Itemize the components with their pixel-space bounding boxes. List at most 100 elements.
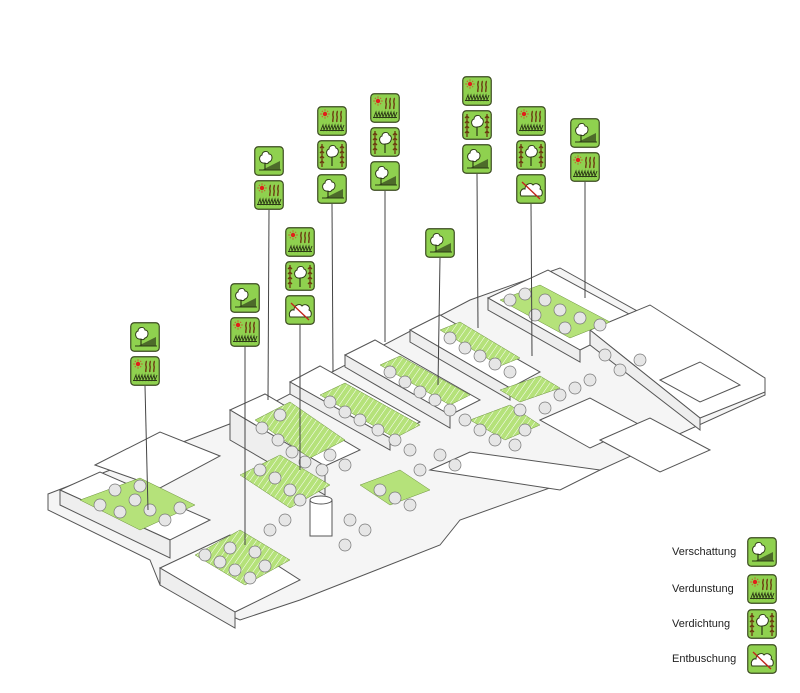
tree-canopy [338,458,352,472]
tree-canopy [613,363,627,377]
tree-canopy [255,421,269,435]
shade-tree-icon [230,283,260,313]
tree-canopy [373,483,387,497]
tree-canopy [503,365,517,379]
legend-item-shading: Verschattung [672,537,782,571]
tree-canopy [558,321,572,335]
tree-canopy [358,523,372,537]
callout-stack [570,118,600,182]
tree-canopy [143,503,157,517]
legend-item-debushing: Entbuschung [672,644,782,678]
legend-item-densification: Verdichtung [672,609,782,643]
tree-canopy [353,413,367,427]
shade-tree-icon [570,118,600,148]
legend-label-densification: Verdichtung [672,618,731,630]
tree-canopy [583,373,597,387]
evaporation-icon [570,152,600,182]
debushing-icon [516,174,546,204]
tree-canopy [413,463,427,477]
tree-canopy [271,433,285,447]
shade-tree-icon [425,228,455,258]
callout-stack [462,76,492,174]
tree-canopy [343,513,357,527]
tree-canopy [273,408,287,422]
leader-lines [144,173,586,545]
densification-icon [317,140,347,170]
tree-canopy [108,483,122,497]
tree-canopy [213,555,227,569]
callout-stack [130,322,160,386]
tree-canopy [268,471,282,485]
tree-canopy [503,293,517,307]
legend-label-debushing: Entbuschung [672,653,737,665]
tree-canopy [413,385,427,399]
evaporation-icon [254,180,284,210]
shade-tree-icon [130,322,160,352]
evaporation-icon [317,106,347,136]
tree-canopy [338,405,352,419]
tree-canopy [518,287,532,301]
tree-canopy [315,463,329,477]
leader-line [530,203,533,357]
tree-canopy [428,393,442,407]
shade-tree-icon [317,174,347,204]
leader-line [144,385,149,511]
tree-canopy [593,318,607,332]
site-ground [47,267,766,621]
shade-tree-icon [254,146,284,176]
tree-canopy [258,559,272,573]
tree-canopy [371,423,385,437]
tree-canopy [513,403,527,417]
tree-canopy [403,498,417,512]
debushing-icon [285,295,315,325]
tree-canopy [508,438,522,452]
shade-tree-icon [747,537,777,567]
leader-line [331,203,334,373]
tree-canopy [568,381,582,395]
tree-canopy [285,445,299,459]
tree-canopy [173,501,187,515]
tree-canopy [113,505,127,519]
callout-stack [317,106,347,204]
shade-tree-icon [370,161,400,191]
tree-canopy [448,458,462,472]
densification-icon [516,140,546,170]
tree-canopy [388,433,402,447]
tree-canopy [133,479,147,493]
legend-label-evaporation: Verdunstung [672,583,734,595]
callout-stack [516,106,546,204]
tree-canopy [93,498,107,512]
tree-canopy [283,483,297,497]
tree-canopy [433,448,447,462]
leader-line [437,257,441,386]
tree-canopy [528,308,542,322]
leader-line [267,209,270,401]
tree-canopy [263,523,277,537]
tree-canopy [598,348,612,362]
evaporation-icon [516,106,546,136]
evaporation-icon [370,93,400,123]
tree-canopy [198,548,212,562]
densification-icon [370,127,400,157]
debushing-icon [747,644,777,674]
legend-item-evaporation: Verdunstung [672,574,782,608]
evaporation-icon [462,76,492,106]
callout-stack [370,93,400,191]
tree-canopy [298,455,312,469]
tree-canopy [388,491,402,505]
tree-canopy [633,353,647,367]
densification-icon [747,609,777,639]
tree-canopy [248,545,262,559]
trees [93,287,647,585]
evaporation-icon [285,227,315,257]
tree-canopy [403,443,417,457]
evaporation-icon [747,574,777,604]
tree-canopy [538,293,552,307]
tree-canopy [398,375,412,389]
tree-canopy [473,423,487,437]
tree-canopy [538,401,552,415]
tree-canopy [338,538,352,552]
callout-stack [425,228,455,258]
callout-stack [230,283,260,347]
